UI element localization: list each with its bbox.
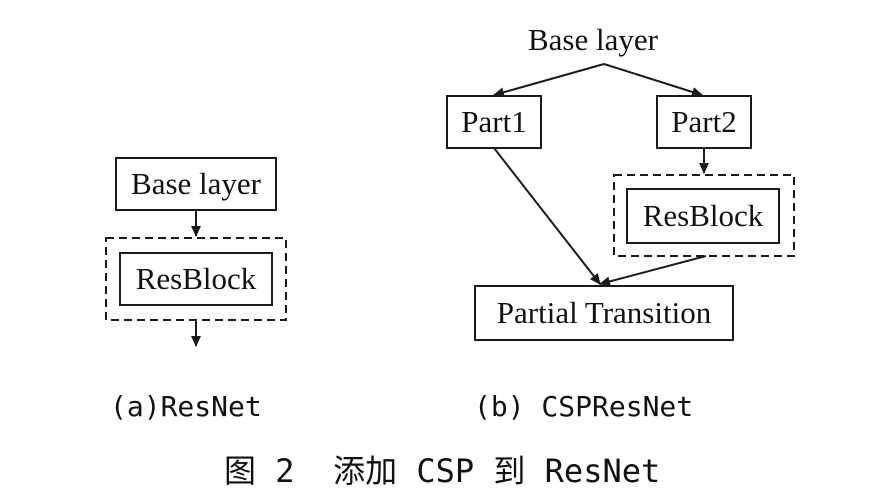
csp-resblock-box: ResBlock [626, 188, 780, 244]
csp-partial-transition-box: Partial Transition [474, 285, 734, 341]
csp-arrow-base-to-part2 [603, 63, 703, 97]
csp-part2-box: Part2 [656, 95, 752, 149]
csp-arrow-part1-to-transition [493, 147, 601, 285]
cspresnet-caption: (b) CSPResNet [474, 390, 694, 423]
csp-base-layer-label: Base layer [528, 22, 658, 57]
csp-arrow-block-to-transition [599, 255, 707, 287]
resnet-base-layer-box: Base layer [115, 157, 277, 211]
csp-part1-box: Part1 [446, 95, 542, 149]
resnet-caption: (a)ResNet [110, 390, 262, 423]
csp-arrow-base-to-part1 [493, 63, 605, 98]
figure-caption: 图 2 添加 CSP 到 ResNet [224, 452, 661, 490]
resnet-resblock-box: ResBlock [119, 252, 273, 306]
